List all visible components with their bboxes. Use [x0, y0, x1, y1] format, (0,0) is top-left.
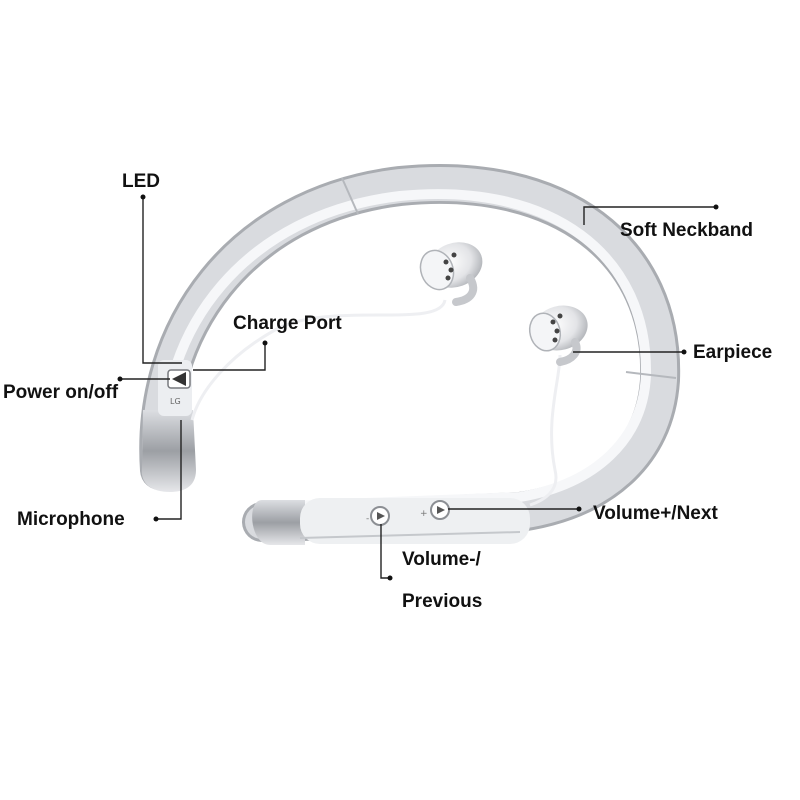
right-earbud-cable: [530, 355, 560, 505]
label-power: Power on/off: [3, 383, 118, 402]
svg-text:-: -: [366, 514, 369, 524]
svg-text:+: +: [420, 509, 428, 519]
right-tip: [252, 500, 305, 545]
label-led: LED: [122, 172, 160, 191]
label-microphone: Microphone: [17, 510, 125, 529]
label-volume-minus-line1: Volume-/: [402, 550, 481, 569]
label-soft-neckband: Soft Neckband: [620, 221, 753, 240]
label-charge-port: Charge Port: [233, 314, 342, 333]
label-volume-plus: Volume+/Next: [593, 504, 718, 523]
earbud: [415, 235, 489, 302]
label-volume-minus-line2: Previous: [402, 592, 482, 611]
side-mark: LG: [170, 397, 181, 406]
left-tip: [142, 410, 196, 492]
label-earpiece: Earpiece: [693, 343, 772, 362]
